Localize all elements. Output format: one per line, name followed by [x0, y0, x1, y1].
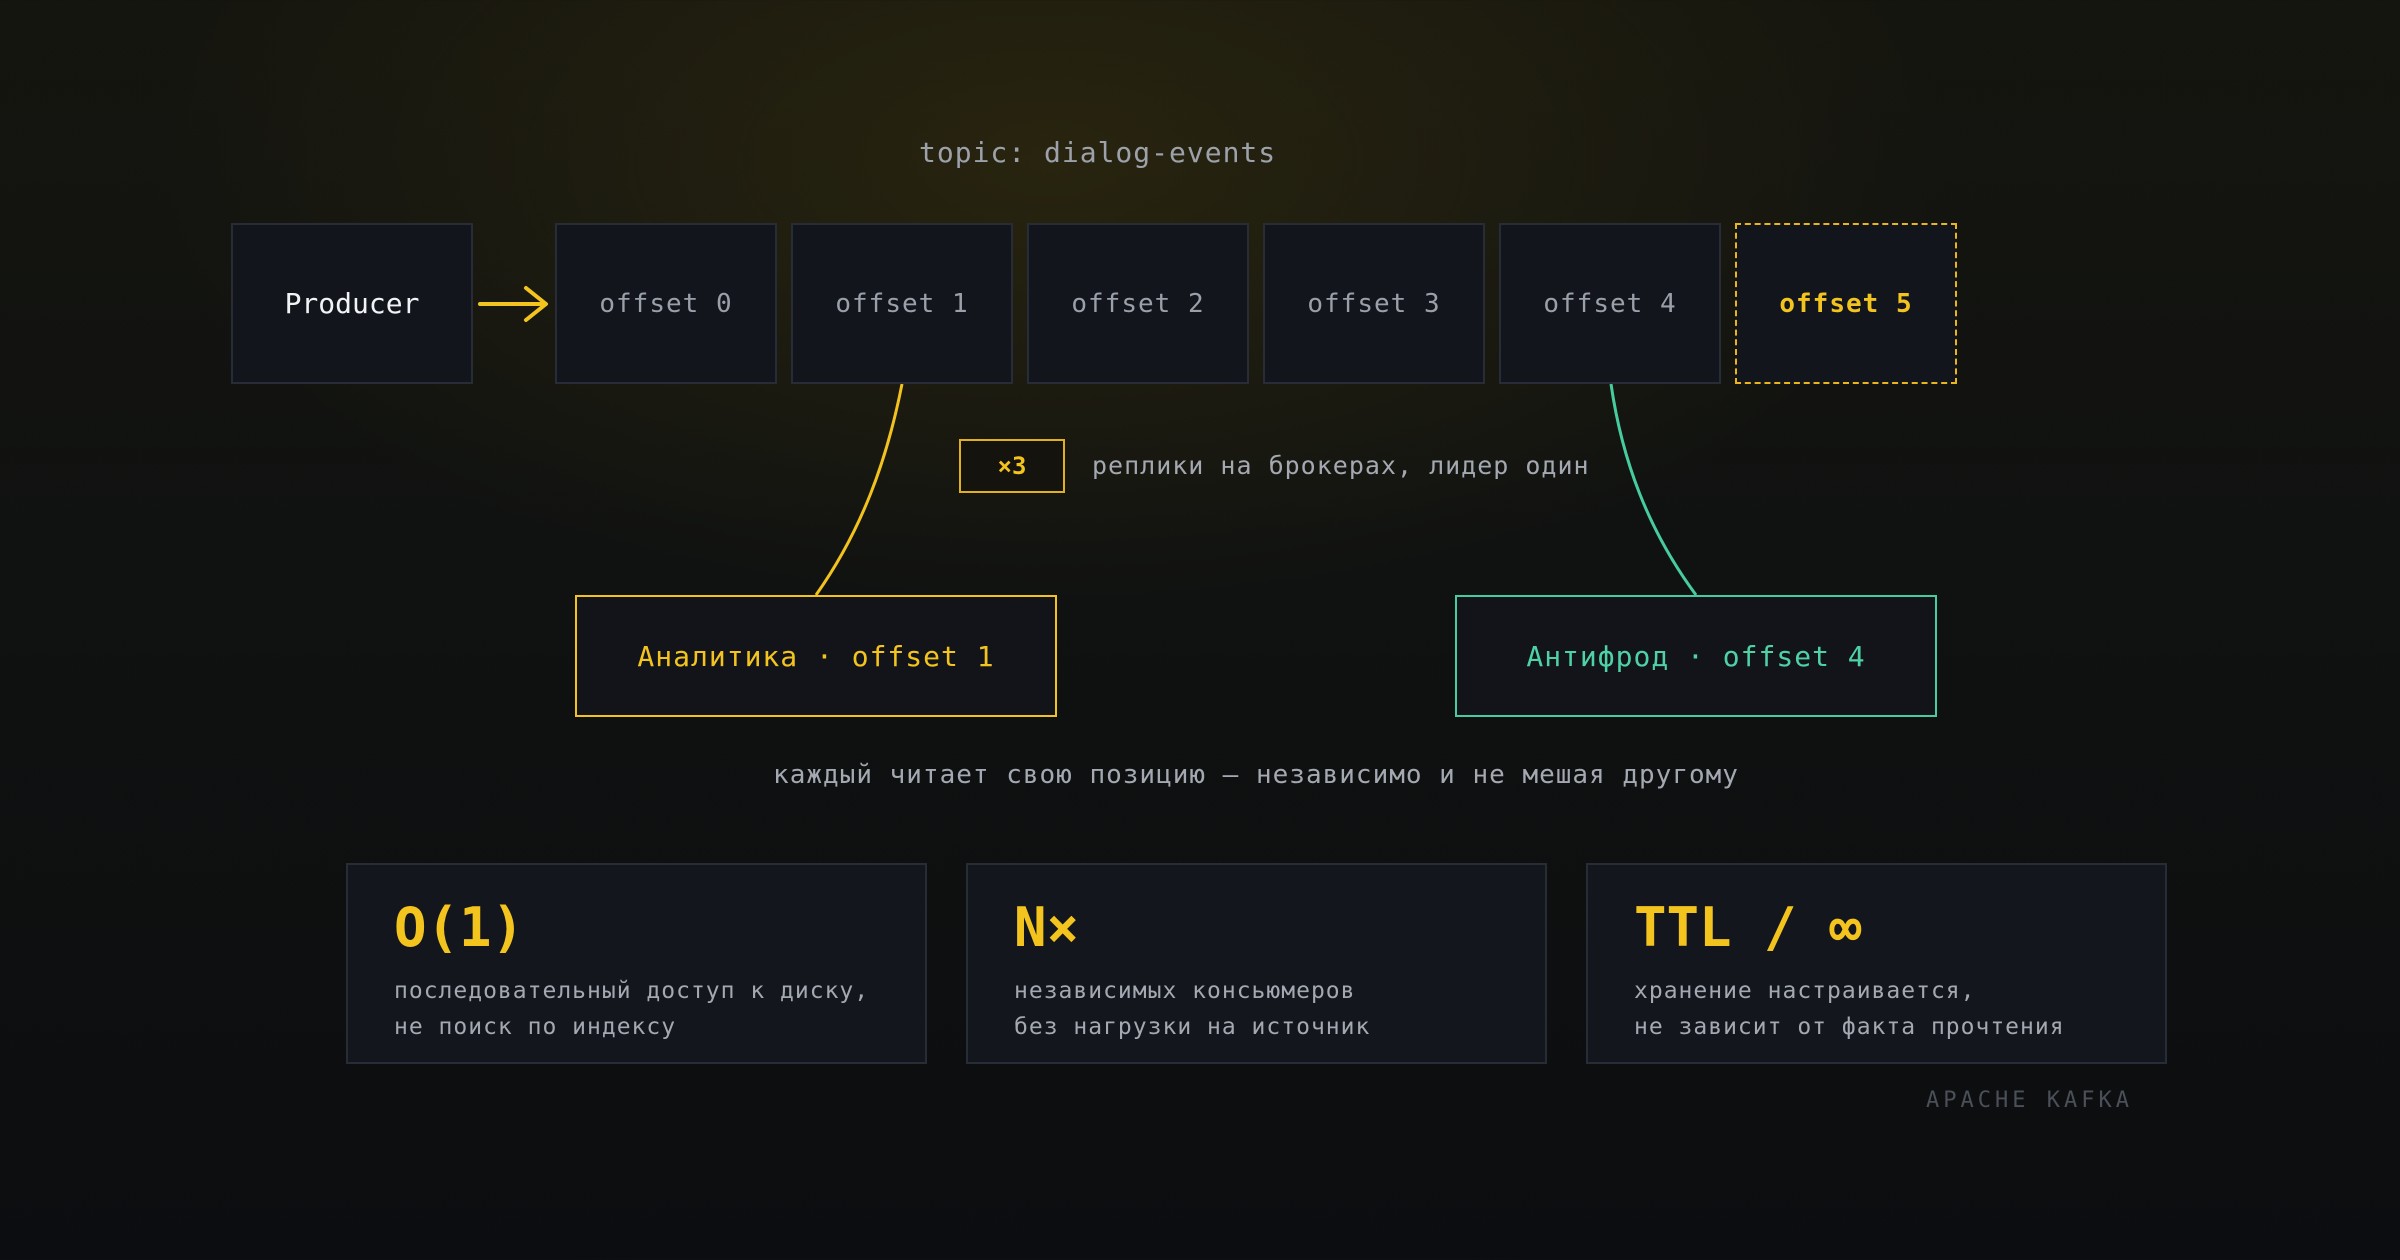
offset-cell-4: offset 4: [1499, 223, 1721, 384]
offset-cell-0: offset 0: [555, 223, 777, 384]
consumer-analytics: Аналитика · offset 1: [575, 595, 1057, 717]
arrow-right-icon: [478, 286, 548, 322]
consumer-label: Антифрод · offset 4: [1526, 639, 1866, 673]
offset-label: offset 1: [835, 288, 969, 319]
offset-label: offset 0: [599, 288, 733, 319]
producer-label: Producer: [284, 287, 420, 320]
analytics-connector: [814, 383, 904, 596]
stat-description: хранение настраивается, не зависит от фа…: [1634, 978, 2065, 1040]
stat-card-consumers: N× независимых консьюмеров без нагрузки …: [966, 863, 1547, 1064]
antifraud-connector: [1609, 383, 1698, 596]
producer-box: Producer: [231, 223, 473, 384]
replication-text: реплики на брокерах, лидер один: [1092, 451, 1590, 480]
consumer-antifraud: Антифрод · offset 4: [1455, 595, 1937, 717]
brand-label: APACHE KAFKA: [1926, 1088, 2133, 1113]
stat-value: N×: [1014, 896, 1080, 959]
offset-label: offset 3: [1307, 288, 1441, 319]
stat-value: TTL / ∞: [1634, 896, 1862, 959]
topic-title: topic: dialog-events: [919, 136, 1277, 169]
consumer-label: Аналитика · offset 1: [637, 639, 995, 673]
stat-value: O(1): [394, 896, 525, 959]
offset-cell-5-next: offset 5: [1735, 223, 1957, 384]
offset-cell-1: offset 1: [791, 223, 1013, 384]
offset-label: offset 4: [1543, 288, 1677, 319]
offset-label: offset 5: [1779, 288, 1913, 319]
replication-badge: ×3: [959, 439, 1065, 493]
consumers-caption: каждый читает свою позицию — независимо …: [773, 760, 1739, 790]
offset-cell-2: offset 2: [1027, 223, 1249, 384]
stat-card-disk-access: O(1) последовательный доступ к диску, не…: [346, 863, 927, 1064]
offset-label: offset 2: [1071, 288, 1205, 319]
stat-card-retention: TTL / ∞ хранение настраивается, не завис…: [1586, 863, 2167, 1064]
stat-description: последовательный доступ к диску, не поис…: [394, 978, 870, 1040]
stat-description: независимых консьюмеров без нагрузки на …: [1014, 978, 1371, 1040]
offset-cell-3: offset 3: [1263, 223, 1485, 384]
